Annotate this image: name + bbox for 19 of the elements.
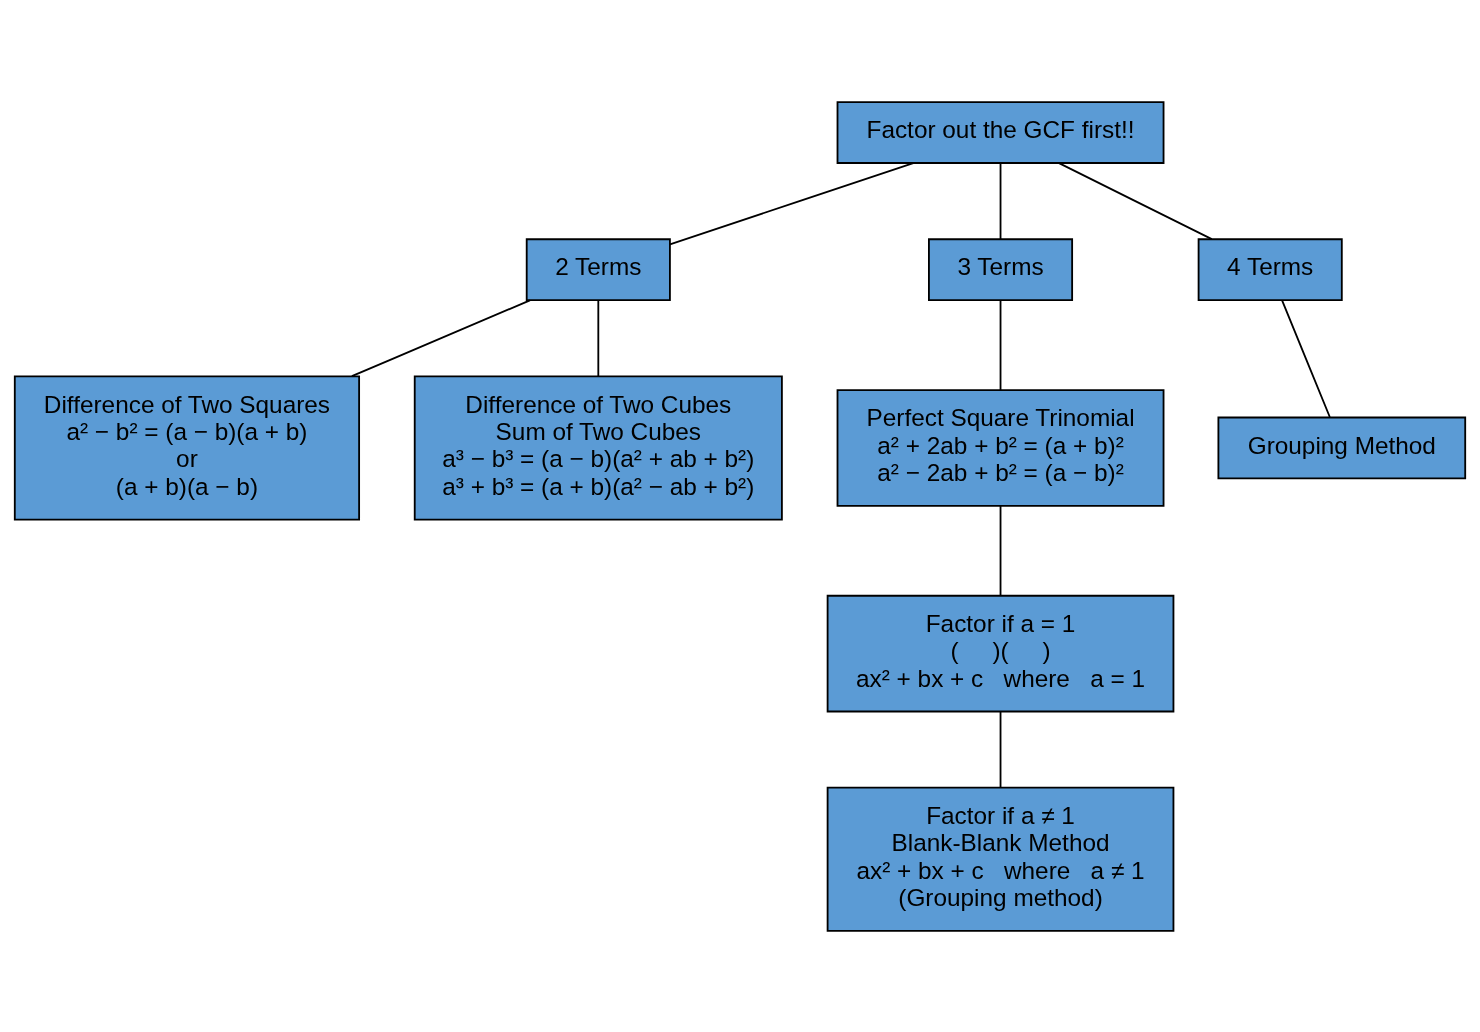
node-box: Grouping Method [1217,416,1467,479]
node-box: 3 Terms [928,237,1074,301]
node-box: Factor out the GCF first!! [836,100,1165,164]
node-box: Perfect Square Trinomial a² + 2ab + b² = (a + b)² a² − 2ab + b² = (a − b)² [836,388,1165,507]
node-box: Difference of Two Squares a² − b² = (a − b)(a + b) or (a + b)(a − b) [13,374,361,520]
connector [999,710,1002,788]
connector [999,299,1002,391]
connector [999,161,1002,240]
connector [1058,161,1213,240]
connector [669,161,915,245]
connector [597,299,600,377]
node-box: Factor if a ≠ 1 Blank-Blank Method ax² + bx + c where a ≠ 1 (Grouping method) [826,786,1175,932]
node-box: Difference of Two Cubes Sum of Two Cubes a³ − b³ = (a − b)(a² + ab + b²) a³ + b³ = (a + b)(a² − ab + b²) [413,374,783,520]
connector [999,504,1002,596]
node-box: Factor if a = 1 ( )( ) ax² + bx + c where a = 1 [826,594,1175,712]
connector [350,298,531,377]
connector [1281,299,1331,418]
node-box: 4 Terms [1197,237,1343,301]
node-box: 2 Terms [525,237,671,301]
